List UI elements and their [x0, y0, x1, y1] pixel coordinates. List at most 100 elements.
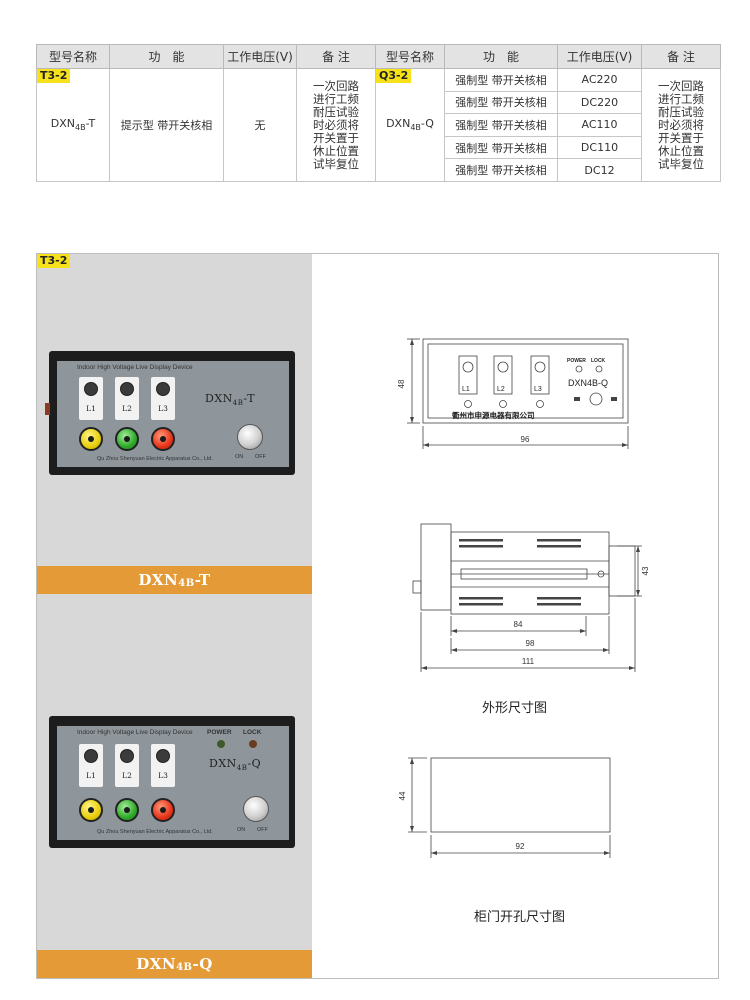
device-t-title: Indoor High Voltage Live Display Device — [77, 364, 193, 371]
right-note: 一次回路 进行工频 耐压试验 时必须将 开关置于 休止位置 试毕复位 — [641, 68, 721, 182]
front-power-label: POWER — [567, 358, 586, 364]
left-model: DXN4B-T — [50, 117, 96, 133]
cutout-outline — [430, 757, 611, 833]
lamp-slot-l1: L1 — [79, 744, 103, 787]
front-height-dim: 48 — [397, 379, 406, 388]
indicator-lamp — [156, 749, 170, 763]
lamp-slot-l3: L3 — [151, 377, 175, 420]
right-function-2: 强制型 带开关核相 — [444, 90, 558, 115]
front-lamp-slot-1 — [458, 355, 478, 395]
front-lock-label: LOCK — [591, 358, 606, 364]
right-function-5: 强制型 带开关核相 — [444, 158, 558, 182]
front-view-drawing: L1 L2 L3 POWER LOCK DXN4B-Q 衢州市申源电器有限公司 … — [397, 338, 629, 449]
device-q-title: Indoor High Voltage Live Display Device — [77, 729, 193, 736]
front-model-label: DXN4B-Q — [568, 378, 608, 388]
left-function: 提示型 带开关核相 — [109, 68, 224, 182]
left-voltage: 无 — [223, 68, 297, 182]
side-body — [450, 531, 610, 615]
side-depth-98: 98 — [526, 639, 535, 648]
front-lamp-slot-3 — [530, 355, 550, 395]
header-note-2: 备 注 — [641, 44, 721, 69]
spec-table: 型号名称 功 能 工作电压(V) 备 注 型号名称 功 能 工作电压(V) 备 … — [36, 44, 721, 182]
right-model-cell: Q3-2 DXN4B-Q — [375, 68, 445, 182]
product-photo-column: T3-2 Indoor High Voltage Live Display De… — [37, 254, 312, 978]
switch-label-on: ON — [235, 454, 244, 460]
header-function-2: 功 能 — [444, 44, 558, 69]
left-series-tag: T3-2 — [37, 69, 71, 83]
cutout-width-dim: 92 — [516, 842, 525, 851]
side-height-dim: 43 — [641, 566, 650, 575]
lamp-slot-l1: L1 — [79, 377, 103, 420]
power-label: POWER — [207, 729, 232, 736]
side-connector — [45, 403, 50, 415]
indicator-lamp — [84, 382, 98, 396]
device-q-model: DXN4B-Q — [209, 757, 262, 773]
device-q-switch-knob — [243, 796, 269, 822]
cutout-drawing: 44 92 — [398, 757, 611, 858]
right-voltage-3: AC110 — [557, 113, 642, 137]
indicator-lamp — [120, 382, 134, 396]
right-function-1: 强制型 带开关核相 — [444, 68, 558, 92]
header-voltage-2: 工作电压(V) — [557, 44, 642, 69]
right-series-tag: Q3-2 — [376, 69, 412, 83]
front-panel-inner — [427, 343, 624, 419]
panel-series-tag: T3-2 — [37, 254, 71, 268]
lamp-slot-l2: L2 — [115, 377, 139, 420]
side-front-plate — [420, 523, 452, 611]
table-row: T3-2 DXN4B-T 提示型 带开关核相 无 一次回路 进行工频 耐压试验 … — [36, 68, 721, 182]
side-depth-84: 84 — [514, 620, 523, 629]
table-row: 强制型 带开关核相 DC12 — [37, 158, 721, 182]
table-row: 强制型 带开关核相 DC110 — [37, 135, 721, 160]
test-jack-yellow — [79, 427, 103, 451]
indicator-lamp — [84, 749, 98, 763]
device-t-switch-knob — [237, 424, 263, 450]
header-note: 备 注 — [296, 44, 376, 69]
device-q-photo: Indoor High Voltage Live Display Device … — [49, 716, 295, 848]
side-rear-block — [608, 545, 636, 597]
cutout-dimension-caption: 柜门开孔尺寸图 — [474, 910, 566, 925]
header-voltage: 工作电压(V) — [223, 44, 297, 69]
product-panel: T3-2 Indoor High Voltage Live Display De… — [36, 253, 719, 979]
test-jack-green — [115, 798, 139, 822]
side-depth-111: 111 — [522, 657, 535, 666]
lock-led — [249, 740, 257, 748]
device-t-company: Qu Zhou Shenyuan Electric Apparatus Co.,… — [97, 456, 213, 462]
front-company-label: 衢州市申源电器有限公司 — [452, 410, 535, 420]
test-jack-red — [151, 798, 175, 822]
lamp-slot-l3: L3 — [151, 744, 175, 787]
device-t-photo: Indoor High Voltage Live Display Device … — [45, 351, 295, 475]
table-header-row: 型号名称 功 能 工作电压(V) 备 注 型号名称 功 能 工作电压(V) 备 … — [36, 44, 721, 69]
device-t-model: DXN4B-T — [205, 392, 256, 408]
test-jack-yellow — [79, 798, 103, 822]
test-jack-red — [151, 427, 175, 451]
right-function-3: 强制型 带开关核相 — [444, 113, 558, 137]
device-q-name-band: DXN4B-Q — [37, 950, 312, 978]
header-function: 功 能 — [109, 44, 224, 69]
right-function-4: 强制型 带开关核相 — [444, 135, 558, 160]
front-lamp-label-1: L1 — [462, 386, 470, 393]
indicator-lamp — [156, 382, 170, 396]
switch-label-on: ON — [237, 827, 246, 833]
lock-label: LOCK — [243, 729, 262, 736]
power-led — [217, 740, 225, 748]
right-voltage-4: DC110 — [557, 135, 642, 160]
dimension-drawings-column: L1 L2 L3 POWER LOCK DXN4B-Q 衢州市申源电器有限公司 … — [312, 254, 718, 978]
side-view-drawing: 43 84 98 111 — [412, 523, 650, 672]
switch-label-off: OFF — [255, 454, 266, 460]
front-width-dim: 96 — [521, 435, 530, 444]
right-voltage-2: DC220 — [557, 90, 642, 115]
header-model-name-2: 型号名称 — [375, 44, 445, 69]
front-panel-outline — [422, 338, 629, 424]
device-q-company: Qu Zhou Shenyuan Electric Apparatus Co.,… — [97, 829, 213, 835]
device-t-faceplate: Indoor High Voltage Live Display Device … — [57, 361, 289, 467]
left-note: 一次回路 进行工频 耐压试验 时必须将 开关置于 休止位置 试毕复位 — [296, 68, 376, 182]
switch-label-off: OFF — [257, 827, 268, 833]
outline-dimension-caption: 外形尺寸图 — [482, 701, 548, 716]
right-model: DXN4B-Q — [386, 117, 434, 133]
lamp-slot-l2: L2 — [115, 744, 139, 787]
header-model-name: 型号名称 — [36, 44, 110, 69]
test-jack-green — [115, 427, 139, 451]
indicator-lamp — [120, 749, 134, 763]
right-voltage-1: AC220 — [557, 68, 642, 92]
right-voltage-5: DC12 — [557, 158, 642, 182]
